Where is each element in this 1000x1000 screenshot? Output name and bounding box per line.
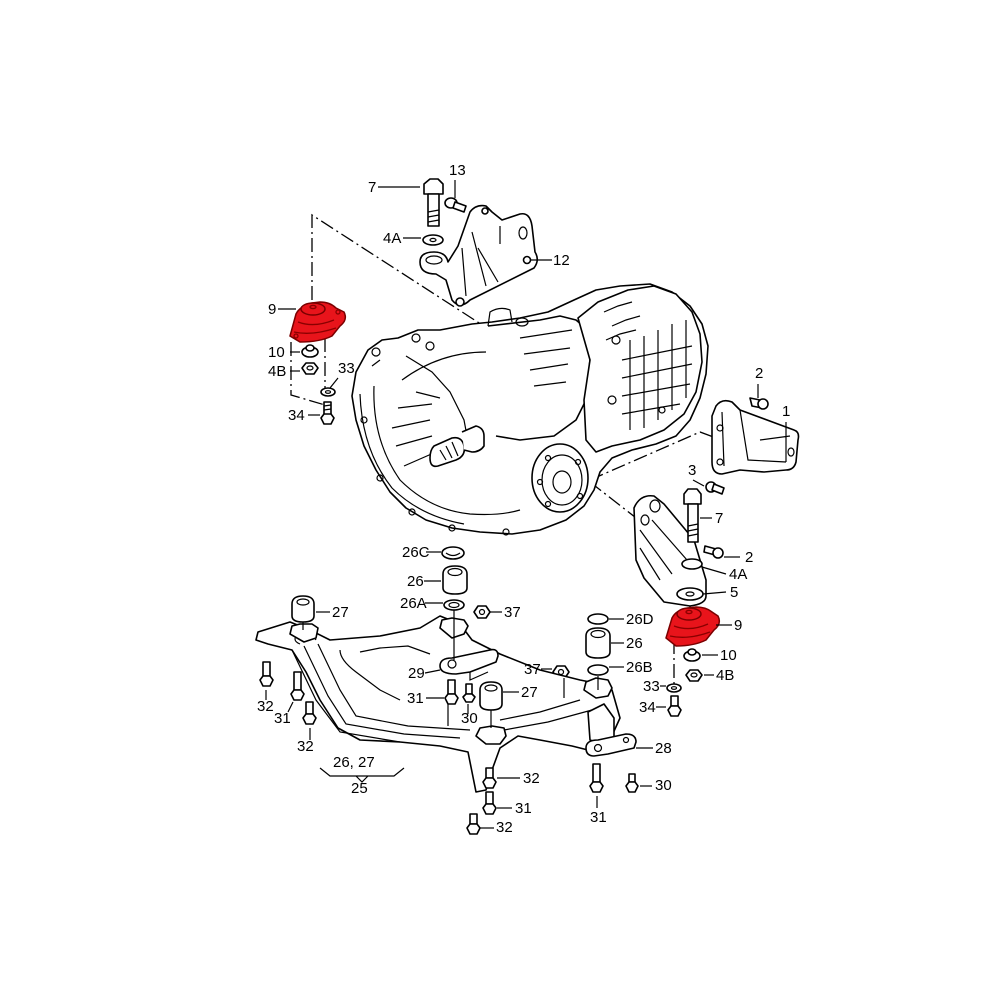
bolt-31-a[interactable] bbox=[290, 671, 305, 701]
callout-7-right: 7 bbox=[715, 510, 723, 527]
transmission-mount-9-left[interactable] bbox=[289, 301, 347, 343]
bracket-plate-29[interactable] bbox=[439, 648, 499, 681]
leader-lines bbox=[265, 180, 787, 829]
bushing-27-left[interactable] bbox=[291, 595, 315, 623]
nut-10-left[interactable] bbox=[301, 344, 319, 358]
callout-25: 25 bbox=[351, 780, 368, 797]
washer-33-right[interactable] bbox=[666, 683, 682, 693]
bolt-2-mid[interactable] bbox=[703, 545, 724, 559]
callout-37-mid: 37 bbox=[524, 661, 541, 678]
callout-10-left: 10 bbox=[268, 344, 285, 361]
nut-37-top[interactable] bbox=[473, 605, 491, 619]
small-bolts bbox=[259, 661, 639, 835]
callout-26-right: 26 bbox=[626, 635, 643, 652]
nut-4b-left[interactable] bbox=[301, 362, 319, 375]
bolt-7-top[interactable] bbox=[423, 178, 444, 227]
bolt-2-top[interactable] bbox=[749, 397, 769, 410]
callout-32-d: 32 bbox=[496, 819, 513, 836]
bolt-7-right[interactable] bbox=[683, 488, 702, 543]
callout-28: 28 bbox=[655, 740, 672, 757]
callout-26a: 26A bbox=[400, 595, 427, 612]
bolt-34-right[interactable] bbox=[667, 695, 682, 717]
callout-labels: 7 13 4A 12 9 10 4B 33 34 2 1 3 7 2 4A 5 … bbox=[257, 162, 790, 836]
bolt-30-mid[interactable] bbox=[462, 683, 476, 703]
callout-7-top: 7 bbox=[368, 179, 376, 196]
washer-33-left[interactable] bbox=[320, 387, 336, 397]
bolt-30-right[interactable] bbox=[625, 773, 639, 793]
callout-29: 29 bbox=[408, 665, 425, 682]
bracket-plate-28[interactable] bbox=[585, 703, 637, 757]
callout-32-c: 32 bbox=[523, 770, 540, 787]
output-flange bbox=[531, 443, 589, 513]
bolt-31-mid[interactable] bbox=[444, 679, 459, 705]
washer-5[interactable] bbox=[676, 587, 704, 601]
callout-2-mid: 2 bbox=[745, 549, 753, 566]
callout-34-right: 34 bbox=[639, 699, 656, 716]
callout-4a-right: 4A bbox=[729, 566, 747, 583]
nut-4b-right[interactable] bbox=[685, 669, 703, 682]
callout-31-mid: 31 bbox=[407, 690, 424, 707]
callout-32-a: 32 bbox=[257, 698, 274, 715]
callout-1: 1 bbox=[782, 403, 790, 420]
callout-27-mid: 27 bbox=[521, 684, 538, 701]
transmission-housing[interactable] bbox=[351, 283, 709, 536]
callout-26c: 26C bbox=[402, 544, 430, 561]
callout-3: 3 bbox=[688, 462, 696, 479]
callout-4b-left: 4B bbox=[268, 363, 286, 380]
washer-4a-right[interactable] bbox=[681, 558, 703, 570]
callout-9-right: 9 bbox=[734, 617, 742, 634]
nut-10-right[interactable] bbox=[683, 648, 701, 662]
bushing-27-mid[interactable] bbox=[479, 681, 503, 711]
upper-transmission-bracket[interactable] bbox=[419, 178, 539, 307]
subframe-25[interactable] bbox=[255, 615, 621, 793]
right-lower-mount-bracket[interactable] bbox=[633, 494, 707, 607]
transmission-mount-9-right[interactable] bbox=[665, 606, 721, 647]
callout-30-mid: 30 bbox=[461, 710, 478, 727]
bolt-32-b[interactable] bbox=[302, 701, 317, 725]
callout-5: 5 bbox=[730, 584, 738, 601]
callout-31-a: 31 bbox=[274, 710, 291, 727]
callout-12: 12 bbox=[553, 252, 570, 269]
callout-27-left: 27 bbox=[332, 604, 349, 621]
callout-32-b: 32 bbox=[297, 738, 314, 755]
right-mount-bracket-1[interactable] bbox=[711, 399, 800, 475]
callout-33-right: 33 bbox=[643, 678, 660, 695]
callout-34-left: 34 bbox=[288, 407, 305, 424]
input-shaft bbox=[429, 425, 485, 468]
bolt-34-left[interactable] bbox=[320, 401, 335, 425]
callout-26-27: 26, 27 bbox=[333, 754, 375, 771]
washer-4a-top[interactable] bbox=[422, 234, 444, 246]
callout-26d: 26D bbox=[626, 611, 654, 628]
callout-31-c: 31 bbox=[590, 809, 607, 826]
bushing-stack-right[interactable] bbox=[585, 613, 611, 676]
callout-9-left: 9 bbox=[268, 301, 276, 318]
callout-13: 13 bbox=[449, 162, 466, 179]
bushing-stack-center[interactable] bbox=[441, 546, 468, 611]
callout-4b-right: 4B bbox=[716, 667, 734, 684]
callout-4a-top: 4A bbox=[383, 230, 401, 247]
callout-37-top: 37 bbox=[504, 604, 521, 621]
bolt-32-c[interactable] bbox=[482, 767, 497, 789]
bolt-31-c[interactable] bbox=[589, 763, 604, 793]
bolt-31-b[interactable] bbox=[482, 791, 497, 815]
callout-26b: 26B bbox=[626, 659, 653, 676]
bolt-3[interactable] bbox=[705, 481, 725, 495]
bolt-13[interactable] bbox=[444, 197, 467, 213]
callout-2-top: 2 bbox=[755, 365, 763, 382]
callout-26-mid: 26 bbox=[407, 573, 424, 590]
bolt-32-a[interactable] bbox=[259, 661, 274, 687]
callout-30-right: 30 bbox=[655, 777, 672, 794]
callout-33-left: 33 bbox=[338, 360, 355, 377]
callout-31-b: 31 bbox=[515, 800, 532, 817]
bolt-32-d[interactable] bbox=[466, 813, 481, 835]
callout-10-right: 10 bbox=[720, 647, 737, 664]
